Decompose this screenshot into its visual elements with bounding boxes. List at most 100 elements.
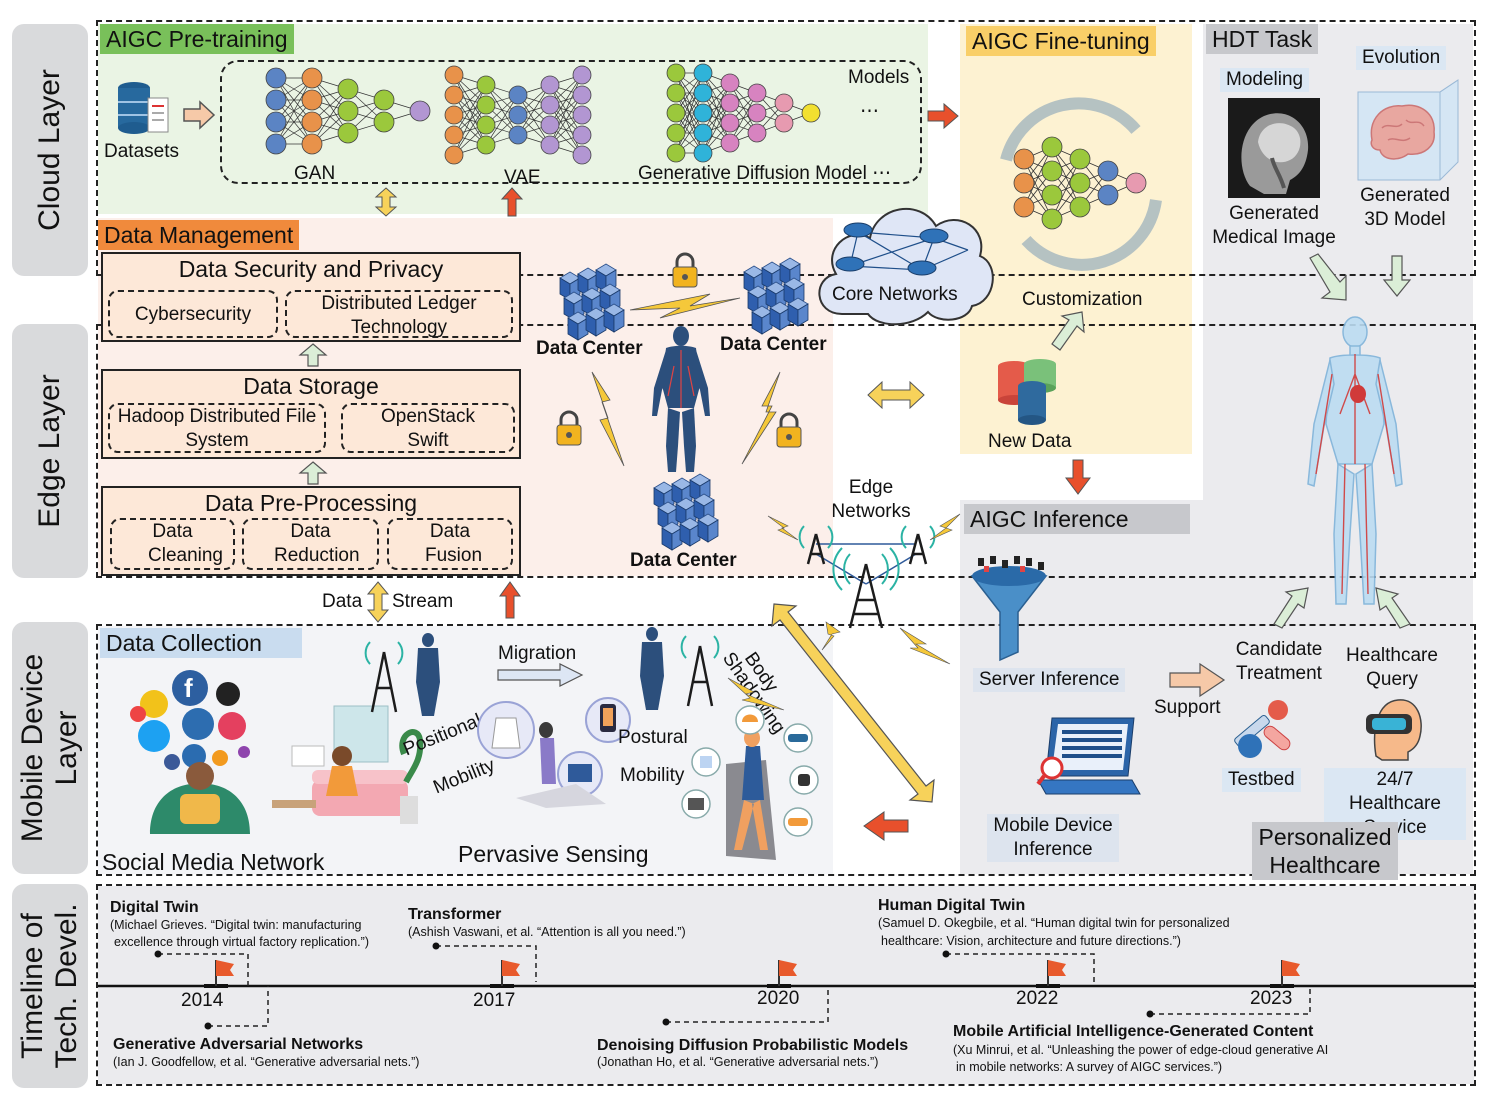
timeline-connector — [946, 953, 1095, 984]
timeline-layer-tab: Timeline of Tech. Devel. — [12, 884, 88, 1088]
healthcare-query-label: Healthcare Query — [1346, 645, 1438, 690]
mobile-layer-label: Mobile Device Layer — [16, 653, 83, 843]
timeline-year-2017: 2017 — [473, 990, 516, 1011]
server-block — [761, 311, 773, 335]
timeline-cite-hdt-1: (Samuel D. Okegbile, et al. “Human digit… — [878, 916, 1230, 930]
models-box — [220, 60, 922, 184]
lock-icon — [776, 412, 802, 448]
lock-icon — [556, 410, 582, 446]
human-twin-icon — [1307, 316, 1403, 605]
network-node — [747, 123, 767, 143]
network-node — [444, 145, 464, 165]
edge-core-bidirectional-arrow-icon — [867, 380, 925, 410]
upload-arrow-icon — [500, 187, 524, 217]
network-node — [444, 65, 464, 85]
hdt-down-arrows-icon — [1309, 253, 1412, 301]
core-networks-label: Core Networks — [832, 284, 958, 305]
gan-label: GAN — [294, 163, 336, 184]
data-center-label-2: Data Center — [720, 334, 827, 355]
network-node — [693, 63, 713, 83]
medical-image-label: Generated Medical Image — [1212, 203, 1336, 248]
timeline-boundary — [96, 884, 1476, 1086]
network-node — [373, 89, 395, 111]
timeline-year-2020: 2020 — [757, 988, 800, 1009]
to-mobile-arrow-icon — [863, 811, 909, 841]
network-node — [1041, 184, 1063, 206]
migration-label: Migration — [498, 643, 577, 664]
upload-stream-arrow-icon — [499, 581, 521, 619]
timeline-cite-digital-twin-1: (Michael Grieves. “Digital twin: manufac… — [110, 918, 362, 932]
network-node — [1013, 172, 1035, 194]
openstack-box: OpenStack Swift — [341, 403, 515, 453]
mri-icon — [1228, 98, 1320, 198]
data-stream-arrow-icon — [366, 581, 390, 623]
timeline-dot — [204, 1022, 212, 1030]
social-media-label: Social Media Network — [102, 849, 325, 875]
timeline-connector — [208, 986, 269, 1027]
new-data-icon — [998, 359, 1056, 425]
network-node — [666, 103, 686, 123]
storage-to-security-arrow-icon — [298, 343, 328, 367]
mobile-inference-chip: Mobile Device Inference — [987, 814, 1119, 862]
timeline-title-ddpm: Denoising Diffusion Probabilistic Models — [597, 1037, 909, 1054]
edge-networks-label: Edge Networks — [831, 477, 911, 522]
network-node — [747, 103, 767, 123]
network-node — [774, 93, 794, 113]
security-title: Data Security and Privacy — [178, 256, 444, 282]
network-node — [476, 95, 496, 115]
hdt-title: HDT Task — [1206, 24, 1319, 54]
cloud-layer-tab: Cloud Layer — [12, 24, 88, 276]
pervasive-label: Pervasive Sensing — [458, 841, 649, 867]
network-node — [337, 122, 359, 144]
social-media-icon: f — [130, 670, 250, 834]
datasets-label: Datasets — [104, 141, 179, 162]
timeline-graphic — [98, 942, 1474, 1030]
network-node — [572, 65, 592, 85]
brain-3d-icon — [1357, 79, 1459, 181]
collection-title: Data Collection — [100, 628, 302, 658]
security-box: Data Security and Privacy — [101, 252, 521, 342]
timeline-title-mobile-aigc: Mobile Artificial Intelligence-Generated… — [953, 1023, 1314, 1040]
network-node — [1097, 184, 1119, 206]
modeling-chip: Modeling — [1220, 68, 1310, 92]
network-node — [337, 100, 359, 122]
pretraining-title: AIGC Pre-training — [100, 24, 294, 54]
network-node — [540, 135, 560, 155]
timeline-dot — [662, 1018, 670, 1026]
feedback-arrow-icon — [1051, 311, 1085, 351]
server-block — [707, 519, 719, 543]
ledger-box: Distributed Ledger Technology — [285, 290, 513, 338]
network-node — [1013, 148, 1035, 170]
cloud-layer-label: Cloud Layer — [33, 69, 66, 231]
network-node — [444, 125, 464, 145]
sensing-scene-icon — [477, 697, 631, 808]
timeline-dot — [432, 942, 440, 950]
network-node — [337, 78, 359, 100]
timeline-year-2022: 2022 — [1016, 988, 1059, 1009]
network-node — [572, 125, 592, 145]
edge-layer-label: Edge Layer — [33, 374, 66, 528]
network-node — [265, 67, 287, 89]
customization-label: Customization — [1022, 289, 1143, 310]
postural-label: Postural — [618, 727, 688, 748]
cycle-arc — [1000, 97, 1141, 162]
models-label: Models — [848, 67, 910, 88]
network-node — [301, 67, 323, 89]
timeline-cite-ddpm: (Jonathan Ho, et al. “Generative adversa… — [597, 1055, 879, 1069]
network-node — [508, 85, 528, 105]
tower-person-icon — [640, 627, 720, 710]
support-arrow-icon — [1169, 662, 1226, 698]
network-node — [666, 63, 686, 83]
network-node — [666, 143, 686, 163]
network-node — [301, 133, 323, 155]
network-node — [476, 115, 496, 135]
timeline-connector — [666, 986, 829, 1023]
models-ellipsis: ⋯ — [860, 101, 879, 122]
network-node — [1041, 136, 1063, 158]
timeline-year-2023: 2023 — [1250, 988, 1293, 1009]
timeline-connector — [436, 945, 537, 982]
data-stream-label-b: Stream — [392, 591, 454, 612]
reduction-box: Data Reduction — [242, 518, 379, 570]
preprocessing-to-storage-arrow-icon — [298, 461, 328, 485]
server-block — [595, 313, 607, 337]
